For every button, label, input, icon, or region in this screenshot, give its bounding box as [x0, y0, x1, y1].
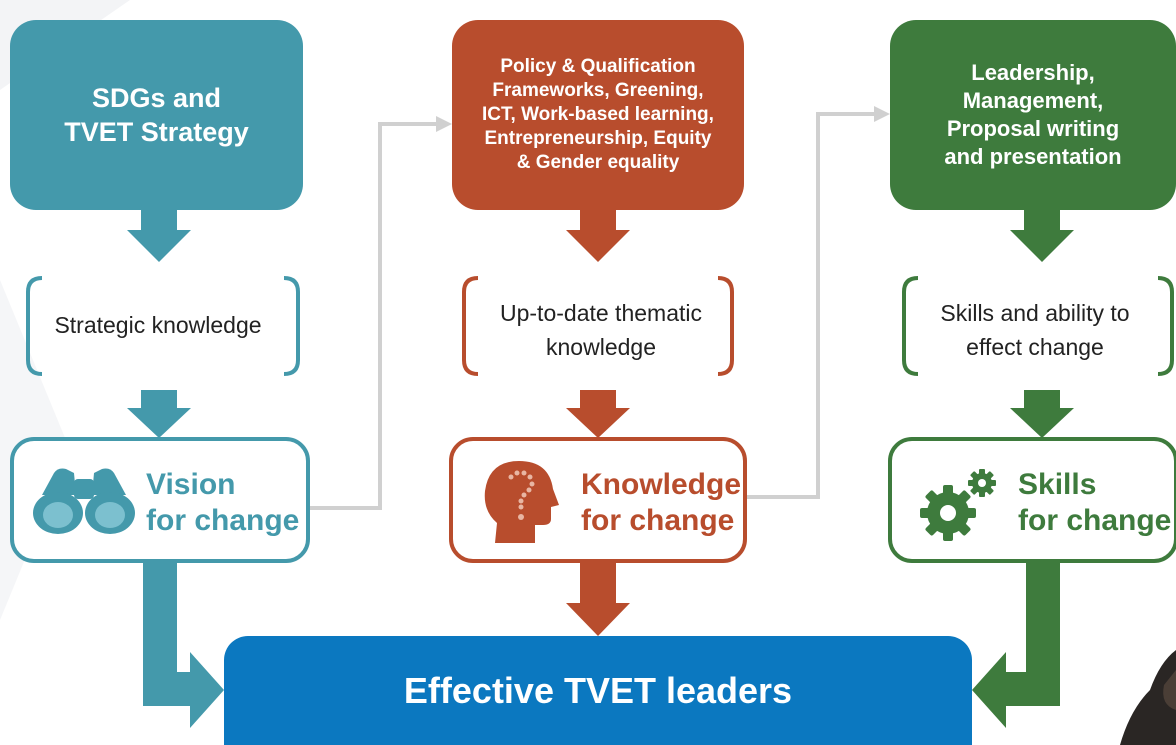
input-box-policy: Policy & Qualification Frameworks, Green… — [452, 20, 744, 210]
connector-arrowhead — [436, 116, 452, 132]
input-line: TVET Strategy — [64, 117, 249, 147]
final-box-effective-leaders: Effective TVET leaders — [224, 636, 972, 745]
bracket-knowledge — [462, 276, 734, 376]
output-line: Skills — [1018, 468, 1097, 501]
head-question-icon — [484, 461, 559, 543]
input-line: & Gender equality — [516, 152, 680, 173]
down-arrow-knowledge-2 — [566, 390, 630, 438]
bracket-vision — [26, 276, 300, 376]
down-arrow-skills-2 — [1010, 390, 1074, 438]
final-label: Effective TVET leaders — [403, 669, 793, 711]
knowledge-line: Up-to-date thematic — [500, 300, 702, 326]
output-box-skills: Skills for change — [888, 437, 1176, 563]
input-line: Leadership, — [971, 60, 1095, 85]
input-line: ICT, Work-based learning, — [482, 104, 714, 125]
input-line: Policy & Qualification — [500, 56, 696, 77]
arrow-knowledge-to-final — [566, 563, 630, 636]
connector-vision-to-policy — [310, 122, 440, 510]
binoculars-icon — [33, 468, 135, 534]
arrow-vision-to-final — [143, 563, 224, 728]
output-box-knowledge: Knowledge for change — [449, 437, 747, 563]
down-arrow-vision-2 — [127, 390, 191, 438]
connector-knowledge-to-leadership — [747, 112, 878, 499]
output-line: for change — [146, 504, 300, 537]
input-line: and presentation — [944, 144, 1122, 169]
input-line: Entrepreneurship, Equity — [484, 128, 712, 149]
output-label-knowledge: Knowledge for change — [581, 467, 741, 539]
knowledge-text-skills: Skills and ability to effect change — [910, 296, 1160, 364]
output-line: for change — [581, 504, 735, 537]
input-box-leadership: Leadership, Management, Proposal writing… — [890, 20, 1176, 210]
knowledge-text-strategic: Strategic knowledge — [30, 308, 286, 342]
output-label-skills: Skills for change — [1018, 467, 1171, 539]
knowledge-text-thematic: Up-to-date thematic knowledge — [476, 296, 726, 364]
knowledge-line: knowledge — [546, 334, 656, 360]
arrow-skills-to-final — [972, 563, 1060, 728]
input-line: Management, — [962, 88, 1104, 113]
connector-arrowhead — [874, 106, 890, 122]
output-line: for change — [1018, 504, 1172, 537]
input-line: Proposal writing — [946, 116, 1120, 141]
bracket-skills — [902, 276, 1174, 376]
input-line: SDGs and — [91, 83, 221, 113]
knowledge-line: Strategic knowledge — [54, 312, 262, 338]
input-line: Frameworks, Greening, — [492, 80, 704, 101]
input-box-sdgs: SDGs and TVET Strategy — [10, 20, 303, 210]
knowledge-line: Skills and ability to — [940, 300, 1130, 326]
corner-photo — [1120, 650, 1176, 745]
output-line: Vision — [146, 468, 236, 501]
output-line: Knowledge — [581, 468, 742, 501]
down-arrow-vision-1 — [127, 210, 191, 262]
output-box-vision: Vision for change — [10, 437, 310, 563]
output-label-vision: Vision for change — [146, 467, 299, 539]
gears-icon — [920, 469, 996, 541]
down-arrow-knowledge-1 — [566, 210, 630, 262]
knowledge-line: effect change — [966, 334, 1104, 360]
down-arrow-skills-1 — [1010, 210, 1074, 262]
